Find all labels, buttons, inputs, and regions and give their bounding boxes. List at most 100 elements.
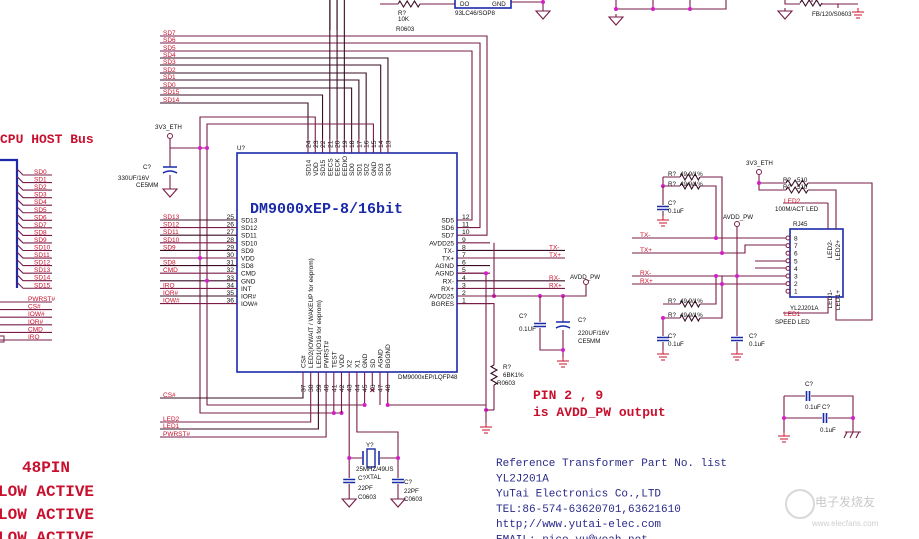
pin-name: SD2 — [364, 163, 371, 176]
reference-text-line: http;//www.yutai-elec.com — [496, 519, 661, 531]
bus-net-label: SD2 — [34, 184, 47, 191]
crystal-ref: Y? — [366, 442, 374, 449]
res-ref: R? — [668, 181, 676, 188]
pin-number: 11 — [462, 222, 469, 229]
res-ref: R? — [783, 177, 791, 184]
wire — [160, 79, 360, 139]
control-net-label: IOW# — [28, 311, 45, 318]
led2-label: LED2 — [784, 198, 801, 205]
pin-name: BGRES — [431, 301, 454, 308]
wire — [348, 386, 362, 496]
top-net-label: SD4 — [163, 52, 176, 59]
control-net-label: CMD — [28, 326, 43, 333]
capacitor-icon — [822, 413, 828, 423]
bottom-net-label: LED2 — [163, 416, 180, 423]
wire — [457, 284, 587, 297]
wire — [160, 386, 319, 430]
wire — [169, 139, 207, 186]
control-net-label: CS# — [28, 304, 41, 311]
pin-name: SD12 — [241, 225, 258, 232]
power-label: 3V3_ETH — [155, 124, 182, 131]
pin-number: 1 — [462, 298, 466, 305]
pin-note: PIN 2 , 9 — [533, 388, 603, 403]
pin-number: 41 — [331, 384, 338, 392]
eeprom-pin: GND — [492, 1, 506, 8]
junction-dot — [198, 256, 202, 260]
pin-name: RX+ — [441, 286, 454, 293]
wire — [662, 276, 723, 350]
pin-name: AVDD25 — [429, 240, 454, 247]
cap-ref: C? — [358, 475, 366, 482]
wire — [160, 386, 327, 438]
wire — [783, 395, 854, 432]
control-net-label: IOR# — [28, 319, 44, 326]
res-value: 6BK1% — [503, 372, 524, 379]
low-active-note: LOW ACTIVE — [0, 529, 94, 539]
bus-entry — [16, 176, 52, 184]
pin-number: 21 — [327, 140, 334, 148]
wire — [632, 276, 786, 285]
res-value: 510 — [797, 177, 808, 184]
pin-number: 28 — [226, 237, 234, 244]
pin-name: PWRST# — [324, 341, 331, 368]
bus-entry — [16, 206, 52, 214]
cap-value: 0.1uF — [820, 427, 836, 434]
pin-number: 18 — [349, 140, 356, 148]
pin-name: VDD — [241, 256, 255, 263]
pin-number: 27 — [226, 229, 234, 236]
res-value: 49.9/1% — [680, 298, 703, 305]
chassis-ground-icon — [843, 431, 861, 439]
pin-name: SD9 — [241, 248, 254, 255]
res-value: 49.9/1% — [680, 312, 703, 319]
pin-name: INT — [241, 286, 252, 293]
power-port-icon — [583, 279, 589, 285]
right-net-label: RX+ — [549, 282, 562, 289]
bus-net-label: SD7 — [34, 222, 47, 229]
pin-name: TEST — [331, 351, 338, 368]
junction-dot — [757, 181, 761, 185]
cap-ref: C? — [668, 333, 676, 340]
wire — [457, 303, 495, 410]
pin-number: 6 — [462, 260, 466, 267]
top-net-label: SD0 — [163, 82, 176, 89]
eeprom-part: 93LC46/SOP8 — [455, 10, 495, 17]
left-net-label: SD12 — [163, 222, 180, 229]
wire — [160, 35, 488, 236]
pin-number: 13 — [385, 140, 392, 148]
bus-net-label: SD12 — [34, 260, 51, 267]
rj45-pin-number: 3 — [794, 274, 798, 281]
fb-part: FB/120/S0603 — [812, 11, 852, 18]
junction-dot — [714, 274, 718, 278]
pin-name: AGND — [378, 349, 385, 368]
package-note: 48PIN — [22, 459, 70, 477]
avdd-pw-label: AVDD_PW — [570, 274, 600, 281]
pin-name: EECK — [335, 158, 342, 176]
cap-pkg: CE5MM — [578, 338, 600, 345]
res-value: 10K — [398, 16, 410, 23]
resistor-icon — [489, 364, 499, 386]
left-net-label: SD11 — [163, 229, 179, 236]
pin-name: BGGND — [385, 344, 392, 368]
res-pkg: R0603 — [396, 26, 415, 33]
pin-number: 20 — [335, 140, 342, 148]
power-port-icon — [167, 133, 173, 139]
resistor-icon — [799, 0, 823, 8]
wire — [160, 64, 382, 139]
rj-net-label: TX+ — [640, 247, 652, 254]
pin-number: 29 — [226, 244, 234, 251]
rj45-pin-icon — [785, 243, 791, 249]
bus-entry — [16, 266, 52, 274]
left-net-label: IOR# — [163, 290, 179, 297]
pin-name: CS# — [301, 355, 308, 368]
pin-name: AGND — [435, 271, 454, 278]
rj-net-label: RX+ — [640, 278, 653, 285]
rj45-pin-number: 8 — [794, 236, 798, 243]
wire — [632, 244, 786, 254]
bus-entry — [16, 229, 52, 236]
top-net-label: SD15 — [163, 89, 180, 96]
junction-dot — [205, 278, 209, 283]
pin-name: LED1(IO16 for eeprom) — [316, 300, 323, 368]
bus-net-label: SD0 — [34, 169, 47, 176]
cap-value: 0.1uF — [749, 341, 765, 348]
pin-number: 30 — [226, 252, 234, 259]
